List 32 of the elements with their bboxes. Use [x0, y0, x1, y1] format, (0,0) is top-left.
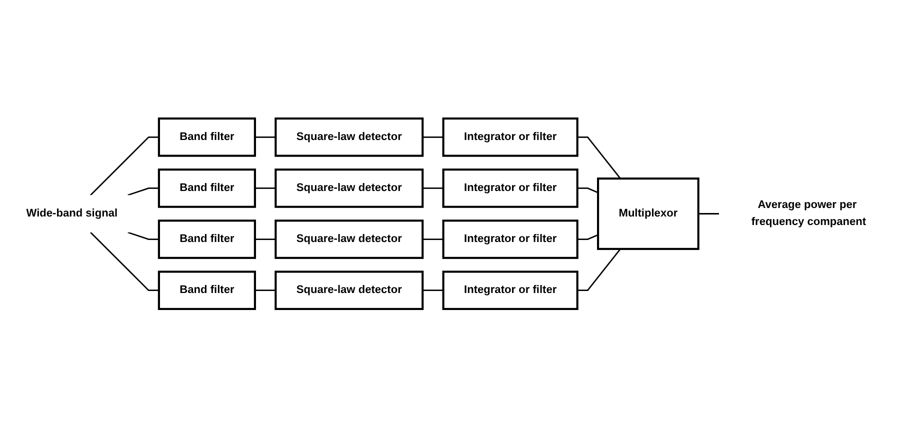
connector: [254, 289, 276, 291]
node-box: Band filter: [158, 168, 256, 208]
connector: [422, 187, 444, 189]
node-box: Integrator or filter: [442, 168, 578, 208]
connector: [128, 231, 159, 240]
connector: [422, 289, 444, 291]
connector: [577, 187, 598, 193]
node-box: Square-law detector: [274, 219, 424, 259]
connector: [698, 212, 720, 214]
node-box: Integrator or filter: [442, 270, 578, 310]
connector: [422, 238, 444, 240]
connector: [254, 136, 276, 138]
node-box: Integrator or filter: [442, 117, 578, 157]
connector: [254, 187, 276, 189]
node-text: Wide-band signal: [26, 207, 118, 220]
node-box: Integrator or filter: [442, 219, 578, 259]
connector: [577, 234, 598, 240]
node-box: Square-law detector: [274, 270, 424, 310]
connector: [90, 136, 159, 196]
node-box: Square-law detector: [274, 168, 424, 208]
node-box: Band filter: [158, 219, 256, 259]
connector: [577, 136, 621, 179]
connector: [422, 136, 444, 138]
node-box: Multiplexor: [597, 177, 700, 250]
connector: [577, 248, 621, 291]
node-box: Band filter: [158, 117, 256, 157]
connector: [254, 238, 276, 240]
node-box: Square-law detector: [274, 117, 424, 157]
connector: [90, 232, 159, 291]
connector: [128, 187, 159, 196]
node-box: Band filter: [158, 270, 256, 310]
node-text: Average power per frequency companent: [751, 199, 866, 228]
